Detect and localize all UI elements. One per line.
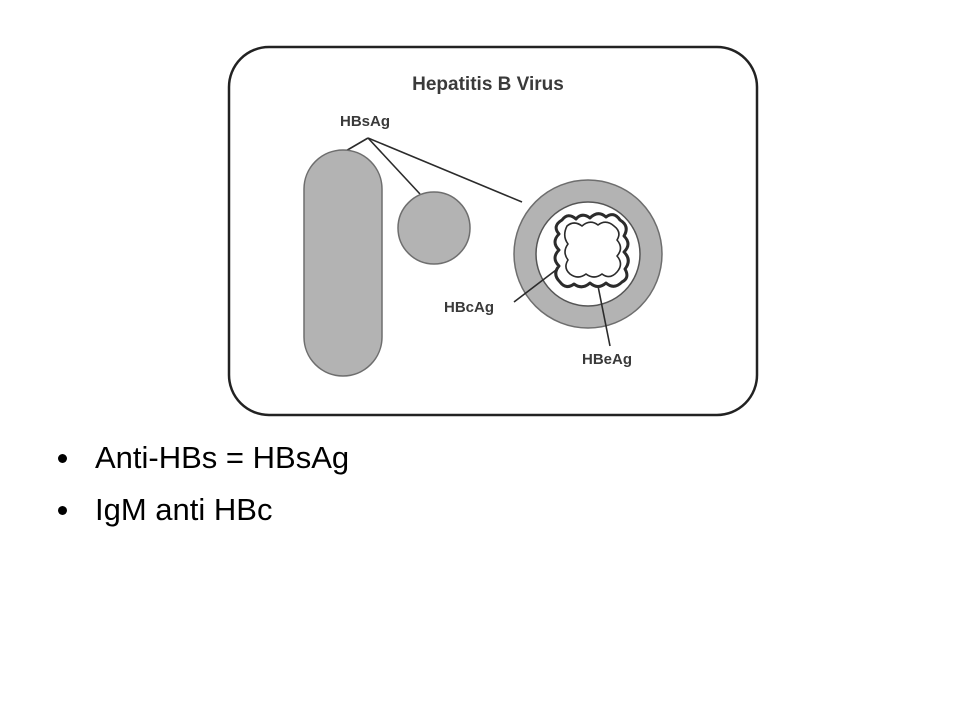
label-hbeag: HBeAg	[582, 351, 632, 368]
filamentous-particle	[303, 149, 383, 377]
bullet-list: Anti-HBs = HBsAg IgM anti HBc	[58, 432, 349, 536]
dane-particle-core	[535, 201, 641, 307]
spherical-particle	[397, 191, 471, 265]
bullet-text: Anti-HBs = HBsAg	[95, 440, 350, 475]
label-hbsag: HBsAg	[340, 113, 390, 130]
viral-genome	[553, 212, 630, 289]
hbv-diagram-svg: Hepatitis B Virus HBsAg	[227, 45, 759, 417]
bullet-icon	[58, 505, 67, 515]
label-hbcag: HBcAg	[444, 299, 494, 316]
diagram-title: Hepatitis B Virus	[412, 74, 564, 95]
hbeag-leader-line	[597, 285, 611, 347]
bullet-item: Anti-HBs = HBsAg	[58, 432, 349, 484]
hbv-diagram: Hepatitis B Virus HBsAg	[226, 44, 760, 418]
bullet-text: IgM anti HBc	[95, 492, 273, 527]
hbcag-leader-line	[513, 269, 557, 303]
bullet-item: IgM anti HBc	[58, 484, 349, 536]
bullet-icon	[58, 453, 67, 463]
